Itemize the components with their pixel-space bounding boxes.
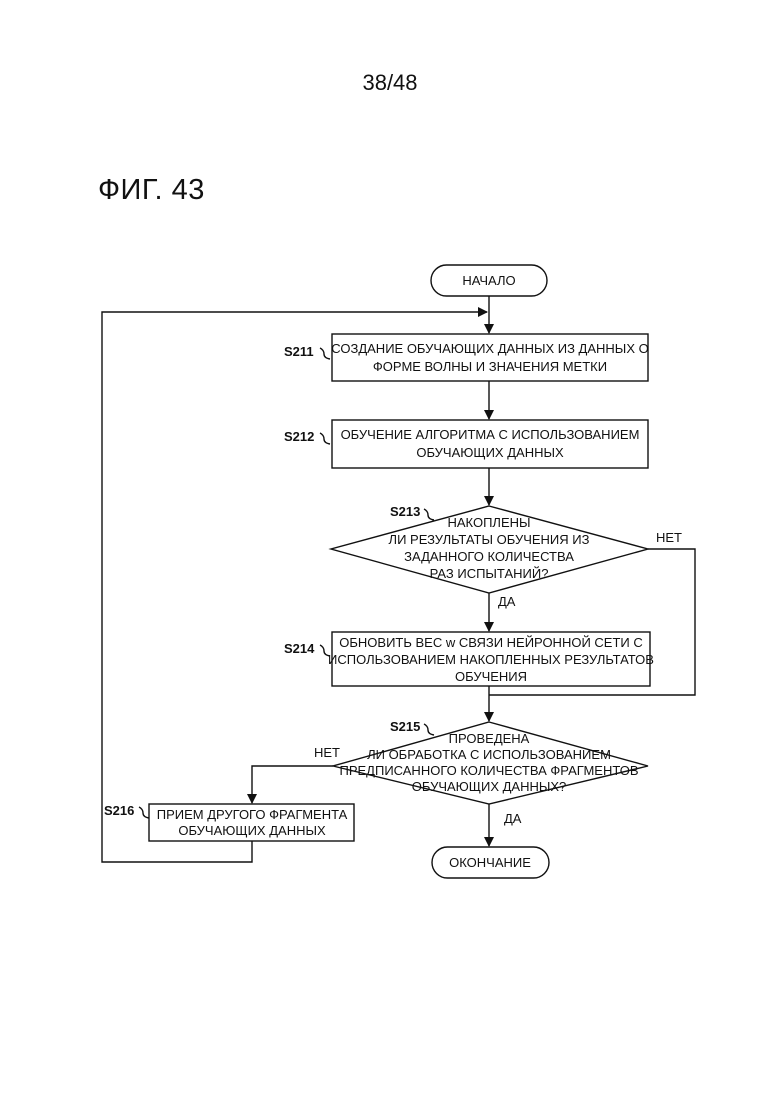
s214-line-3: ОБУЧЕНИЯ [455, 669, 527, 684]
decision-s213: НАКОПЛЕНЫ ЛИ РЕЗУЛЬТАТЫ ОБУЧЕНИЯ ИЗ ЗАДА… [331, 504, 682, 609]
step-s216: ПРИЕМ ДРУГОГО ФРАГМЕНТА ОБУЧАЮЩИХ ДАННЫХ… [104, 803, 354, 841]
s213-leader [424, 509, 434, 520]
start-terminal: НАЧАЛО [431, 265, 547, 296]
s214-line-1: ОБНОВИТЬ ВЕС w СВЯЗИ НЕЙРОННОЙ СЕТИ С [339, 635, 643, 650]
s212-line-2: ОБУЧАЮЩИХ ДАННЫХ [416, 445, 564, 460]
s215-step-label: S215 [390, 719, 420, 734]
s215-line-2: ЛИ ОБРАБОТКА С ИСПОЛЬЗОВАНИЕМ [367, 747, 611, 762]
s213-step-label: S213 [390, 504, 420, 519]
s212-step-label: S212 [284, 429, 314, 444]
s213-line-3: ЗАДАННОГО КОЛИЧЕСТВА [404, 549, 574, 564]
s216-leader [139, 807, 149, 818]
s213-no-label: НЕТ [656, 530, 682, 545]
s216-line-1: ПРИЕМ ДРУГОГО ФРАГМЕНТА [157, 807, 348, 822]
s215-yes-label: ДА [504, 811, 522, 826]
start-text: НАЧАЛО [462, 273, 515, 288]
s216-line-2: ОБУЧАЮЩИХ ДАННЫХ [178, 823, 326, 838]
step-s214: ОБНОВИТЬ ВЕС w СВЯЗИ НЕЙРОННОЙ СЕТИ С ИС… [284, 632, 654, 686]
s211-step-label: S211 [284, 344, 314, 359]
end-text: ОКОНЧАНИЕ [449, 855, 531, 870]
s215-line-3: ПРЕДПИСАННОГО КОЛИЧЕСТВА ФРАГМЕНТОВ [339, 763, 638, 778]
s214-line-2: ИСПОЛЬЗОВАНИЕМ НАКОПЛЕННЫХ РЕЗУЛЬТАТОВ [328, 652, 654, 667]
s214-step-label: S214 [284, 641, 315, 656]
s211-leader [320, 348, 330, 359]
s215-line-4: ОБУЧАЮЩИХ ДАННЫХ? [412, 779, 567, 794]
s211-line-2: ФОРМЕ ВОЛНЫ И ЗНАЧЕНИЯ МЕТКИ [373, 359, 607, 374]
s212-leader [320, 433, 330, 444]
s215-leader [424, 724, 434, 735]
step-s211: СОЗДАНИЕ ОБУЧАЮЩИХ ДАННЫХ ИЗ ДАННЫХ О ФО… [284, 334, 649, 381]
s213-yes-label: ДА [498, 594, 516, 609]
s212-line-1: ОБУЧЕНИЕ АЛГОРИТМА С ИСПОЛЬЗОВАНИЕМ [341, 427, 640, 442]
s213-line-1: НАКОПЛЕНЫ [447, 515, 530, 530]
s213-line-2: ЛИ РЕЗУЛЬТАТЫ ОБУЧЕНИЯ ИЗ [389, 532, 590, 547]
s213-line-4: РАЗ ИСПЫТАНИЙ? [430, 566, 549, 581]
s215-line-1: ПРОВЕДЕНА [449, 731, 530, 746]
s216-step-label: S216 [104, 803, 134, 818]
s215-no-label: НЕТ [314, 745, 340, 760]
arrow-s215-no-to-s216 [252, 766, 333, 803]
s211-line-1: СОЗДАНИЕ ОБУЧАЮЩИХ ДАННЫХ ИЗ ДАННЫХ О [331, 341, 648, 356]
decision-s215: ПРОВЕДЕНА ЛИ ОБРАБОТКА С ИСПОЛЬЗОВАНИЕМ … [314, 719, 648, 826]
end-terminal: ОКОНЧАНИЕ [432, 847, 549, 878]
step-s212: ОБУЧЕНИЕ АЛГОРИТМА С ИСПОЛЬЗОВАНИЕМ ОБУЧ… [284, 420, 648, 468]
